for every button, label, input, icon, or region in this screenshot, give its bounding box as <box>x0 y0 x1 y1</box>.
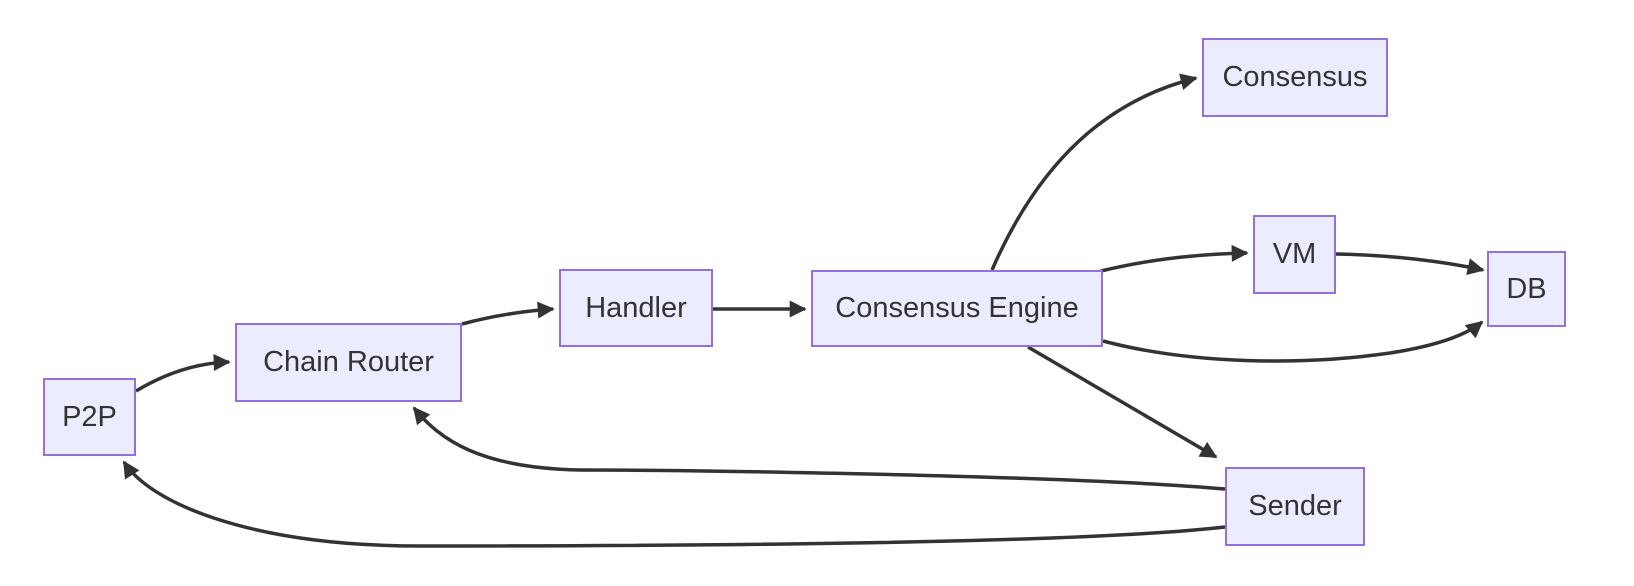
node-consensus: Consensus <box>1202 38 1388 117</box>
node-consensus-engine-label: Consensus Engine <box>835 292 1079 324</box>
node-vm: VM <box>1253 215 1336 294</box>
edge-consensus-engine-to-vm <box>1100 244 1249 273</box>
node-sender-label: Sender <box>1248 490 1342 522</box>
edge-sender-to-p2p <box>122 460 1226 548</box>
node-handler-label: Handler <box>585 291 687 324</box>
node-chain-router: Chain Router <box>235 323 462 402</box>
node-chain-router-label: Chain Router <box>263 346 434 378</box>
edge-consensus-engine-to-consensus <box>990 73 1198 271</box>
edge-vm-to-db <box>1335 252 1485 276</box>
edge-sender-to-chain-router <box>412 406 1226 491</box>
node-p2p: P2P <box>43 378 136 456</box>
edge-chain-router-to-handler <box>461 301 555 326</box>
edge-consensus-engine-to-db <box>1102 320 1484 363</box>
node-p2p-label: P2P <box>62 400 117 433</box>
node-consensus-engine: Consensus Engine <box>811 270 1103 347</box>
node-handler: Handler <box>559 269 713 347</box>
node-db: DB <box>1487 251 1566 327</box>
node-consensus-label: Consensus <box>1222 61 1368 93</box>
node-db-label: DB <box>1506 272 1547 305</box>
edge-p2p-to-chain-router <box>135 353 231 393</box>
node-vm-label: VM <box>1272 238 1317 270</box>
node-sender: Sender <box>1225 467 1365 546</box>
edge-consensus-engine-to-sender <box>1027 345 1218 459</box>
